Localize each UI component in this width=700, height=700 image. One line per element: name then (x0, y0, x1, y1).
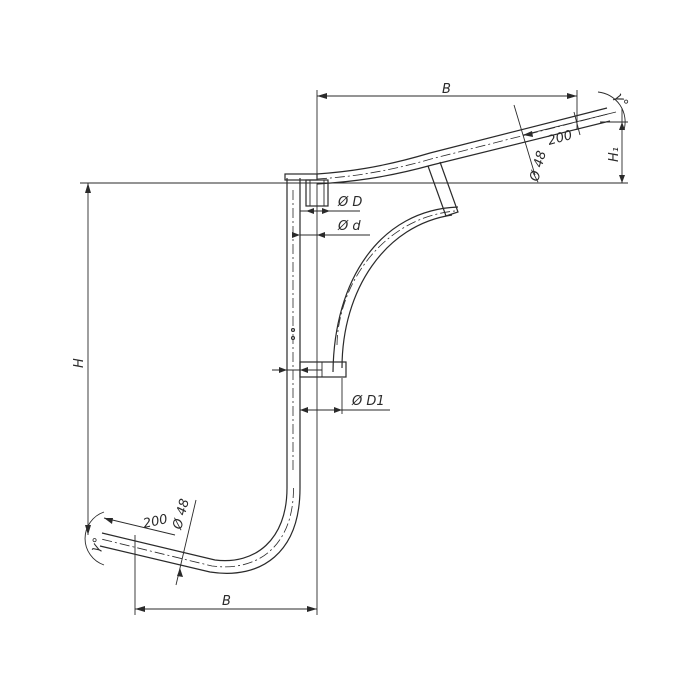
dim-width-top: B (316, 82, 578, 178)
lower-clamp (272, 361, 347, 378)
dim-d-label: Ø d (337, 219, 361, 234)
dim-width-bottom: B (134, 183, 318, 615)
dim-diameters: Ø D Ø d Ø D1 (292, 195, 390, 414)
dim-top-tube: Ø 48 200 (513, 104, 617, 184)
dim-height-offset-label: H₁ (607, 147, 622, 162)
dim-top-tube-diameter: Ø 48 (527, 149, 550, 184)
angle-top: γ° (597, 91, 631, 131)
angle-bottom: γ° (84, 511, 107, 566)
angle-bottom-label: γ° (88, 536, 107, 554)
dim-top-tube-length: 200 (546, 128, 574, 149)
dim-width-bottom-label: B (222, 594, 231, 609)
dim-height-main: H (72, 183, 91, 535)
dim-D1-label: Ø D1 (351, 394, 385, 409)
dim-height-offset: H₁ (600, 108, 628, 183)
arm-strut (427, 161, 459, 217)
top-arm (316, 107, 611, 185)
dim-bottom-tube-length: 200 (142, 512, 169, 532)
support-arc (332, 206, 459, 373)
angle-top-label: γ° (611, 91, 631, 111)
dim-width-top-label: B (442, 82, 451, 97)
dim-D-label: Ø D (337, 195, 362, 210)
bottom-bend (99, 487, 301, 574)
dim-bottom-tube: 200 Ø 48 (103, 497, 197, 586)
vertical-pole (286, 178, 301, 488)
dim-height-main-label: H (72, 358, 87, 368)
